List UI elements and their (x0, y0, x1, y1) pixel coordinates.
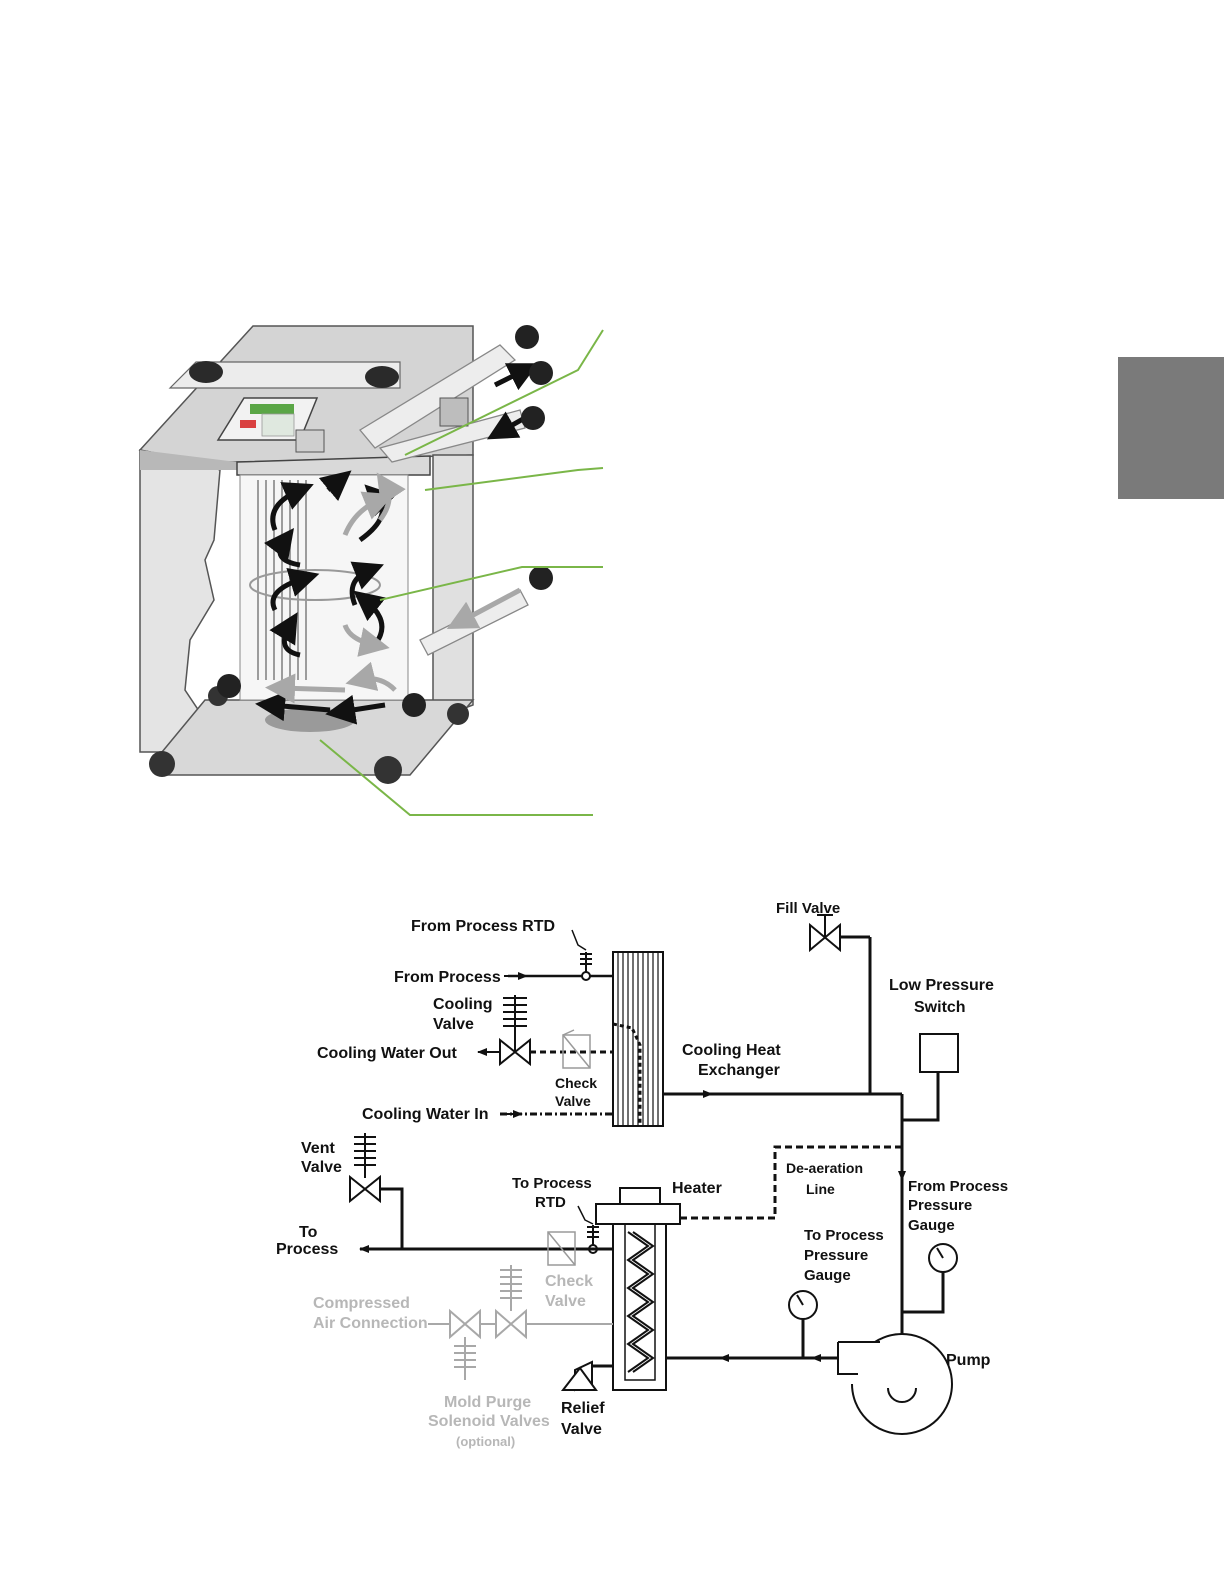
lifting-eye-right (365, 366, 399, 388)
label-heater: Heater (672, 1180, 722, 1197)
deaeration-line (678, 1145, 902, 1220)
label-to-process-gauge-2: Pressure (804, 1247, 868, 1264)
label-to-process-rtd-1: To Process (512, 1175, 592, 1192)
label-check-valve-bottom-1: Check (545, 1273, 593, 1290)
cabinet-band (140, 450, 237, 470)
label-cooling-water-in: Cooling Water In (362, 1106, 489, 1123)
machine-cutaway-illustration (138, 325, 604, 816)
label-relief-valve-1: Relief (561, 1400, 605, 1417)
from-process-pressure-gauge (902, 1243, 958, 1314)
caster-front-left (149, 751, 175, 777)
label-cooling-hx-2: Exchanger (698, 1062, 780, 1079)
caster-front-right (374, 756, 402, 784)
check-valve-top (562, 1029, 591, 1069)
cabinet-right-side (432, 454, 474, 722)
from-process-rtd-sensor (571, 929, 592, 981)
label-cooling-valve-2: Valve (433, 1016, 474, 1033)
low-pressure-switch-line (902, 1072, 940, 1122)
cooling-heat-exchanger (612, 951, 664, 1127)
label-from-process: From Process (394, 969, 501, 986)
label-pump: Pump (946, 1352, 991, 1369)
label-deaeration-2: Line (806, 1181, 835, 1197)
label-cooling-valve-1: Cooling (433, 996, 493, 1013)
flow-schematic: From Process RTD From Process Cooling Va… (276, 900, 1008, 1449)
section-tab (1118, 357, 1224, 499)
label-fill-valve: Fill Valve (776, 900, 840, 917)
callout-lines (319, 329, 604, 816)
label-check-valve-top-1: Check (555, 1075, 597, 1091)
mold-purge-solenoid-valves (428, 1265, 613, 1380)
label-mold-purge-3: (optional) (456, 1434, 515, 1449)
control-panel-keypad (261, 413, 295, 437)
heater (595, 1187, 681, 1391)
pump (837, 1333, 953, 1435)
label-to-process-2: Process (276, 1241, 338, 1258)
label-vent-valve-1: Vent (301, 1140, 335, 1157)
label-to-process-gauge-1: To Process (804, 1227, 884, 1244)
caster-rear-right (447, 703, 469, 725)
label-low-pressure-1: Low Pressure (889, 977, 994, 994)
control-panel-indicator (240, 420, 256, 428)
label-check-valve-top-2: Valve (555, 1093, 591, 1109)
label-to-process-1: To (299, 1224, 318, 1241)
callout-dots (217, 325, 553, 717)
to-process-pressure-gauge (788, 1290, 818, 1358)
label-compressed-air-1: Compressed (313, 1295, 410, 1312)
cabinet-lid-strip (168, 361, 401, 389)
label-mold-purge-1: Mold Purge (444, 1394, 531, 1411)
label-to-process-rtd-2: RTD (535, 1194, 566, 1211)
cooling-valve-body (439, 397, 469, 427)
label-check-valve-bottom-2: Valve (545, 1293, 586, 1310)
control-panel-stand (295, 429, 325, 453)
label-cooling-hx-1: Cooling Heat (682, 1042, 781, 1059)
label-from-process-gauge-3: Gauge (908, 1217, 955, 1234)
lifting-eye-left (189, 361, 223, 383)
label-from-process-rtd: From Process RTD (411, 918, 555, 935)
relief-valve (560, 1360, 613, 1392)
label-to-process-gauge-3: Gauge (804, 1267, 851, 1284)
low-pressure-switch (919, 1033, 959, 1073)
fill-valve (809, 914, 841, 953)
label-compressed-air-2: Air Connection (313, 1315, 428, 1332)
vent-valve (349, 1133, 404, 1249)
label-from-process-gauge-1: From Process (908, 1178, 1008, 1195)
check-valve-bottom (547, 1231, 576, 1266)
label-vent-valve-2: Valve (301, 1159, 342, 1176)
label-cooling-water-out: Cooling Water Out (317, 1045, 458, 1062)
flow-arrows-grey (265, 472, 522, 704)
label-low-pressure-2: Switch (914, 999, 966, 1016)
tank-lid (236, 455, 431, 476)
label-from-process-gauge-2: Pressure (908, 1197, 972, 1214)
control-panel-display (250, 404, 294, 414)
cooling-valve (499, 995, 531, 1067)
label-relief-valve-2: Valve (561, 1421, 602, 1438)
label-mold-purge-2: Solenoid Valves (428, 1413, 550, 1430)
label-deaeration-1: De-aeration (786, 1160, 863, 1176)
